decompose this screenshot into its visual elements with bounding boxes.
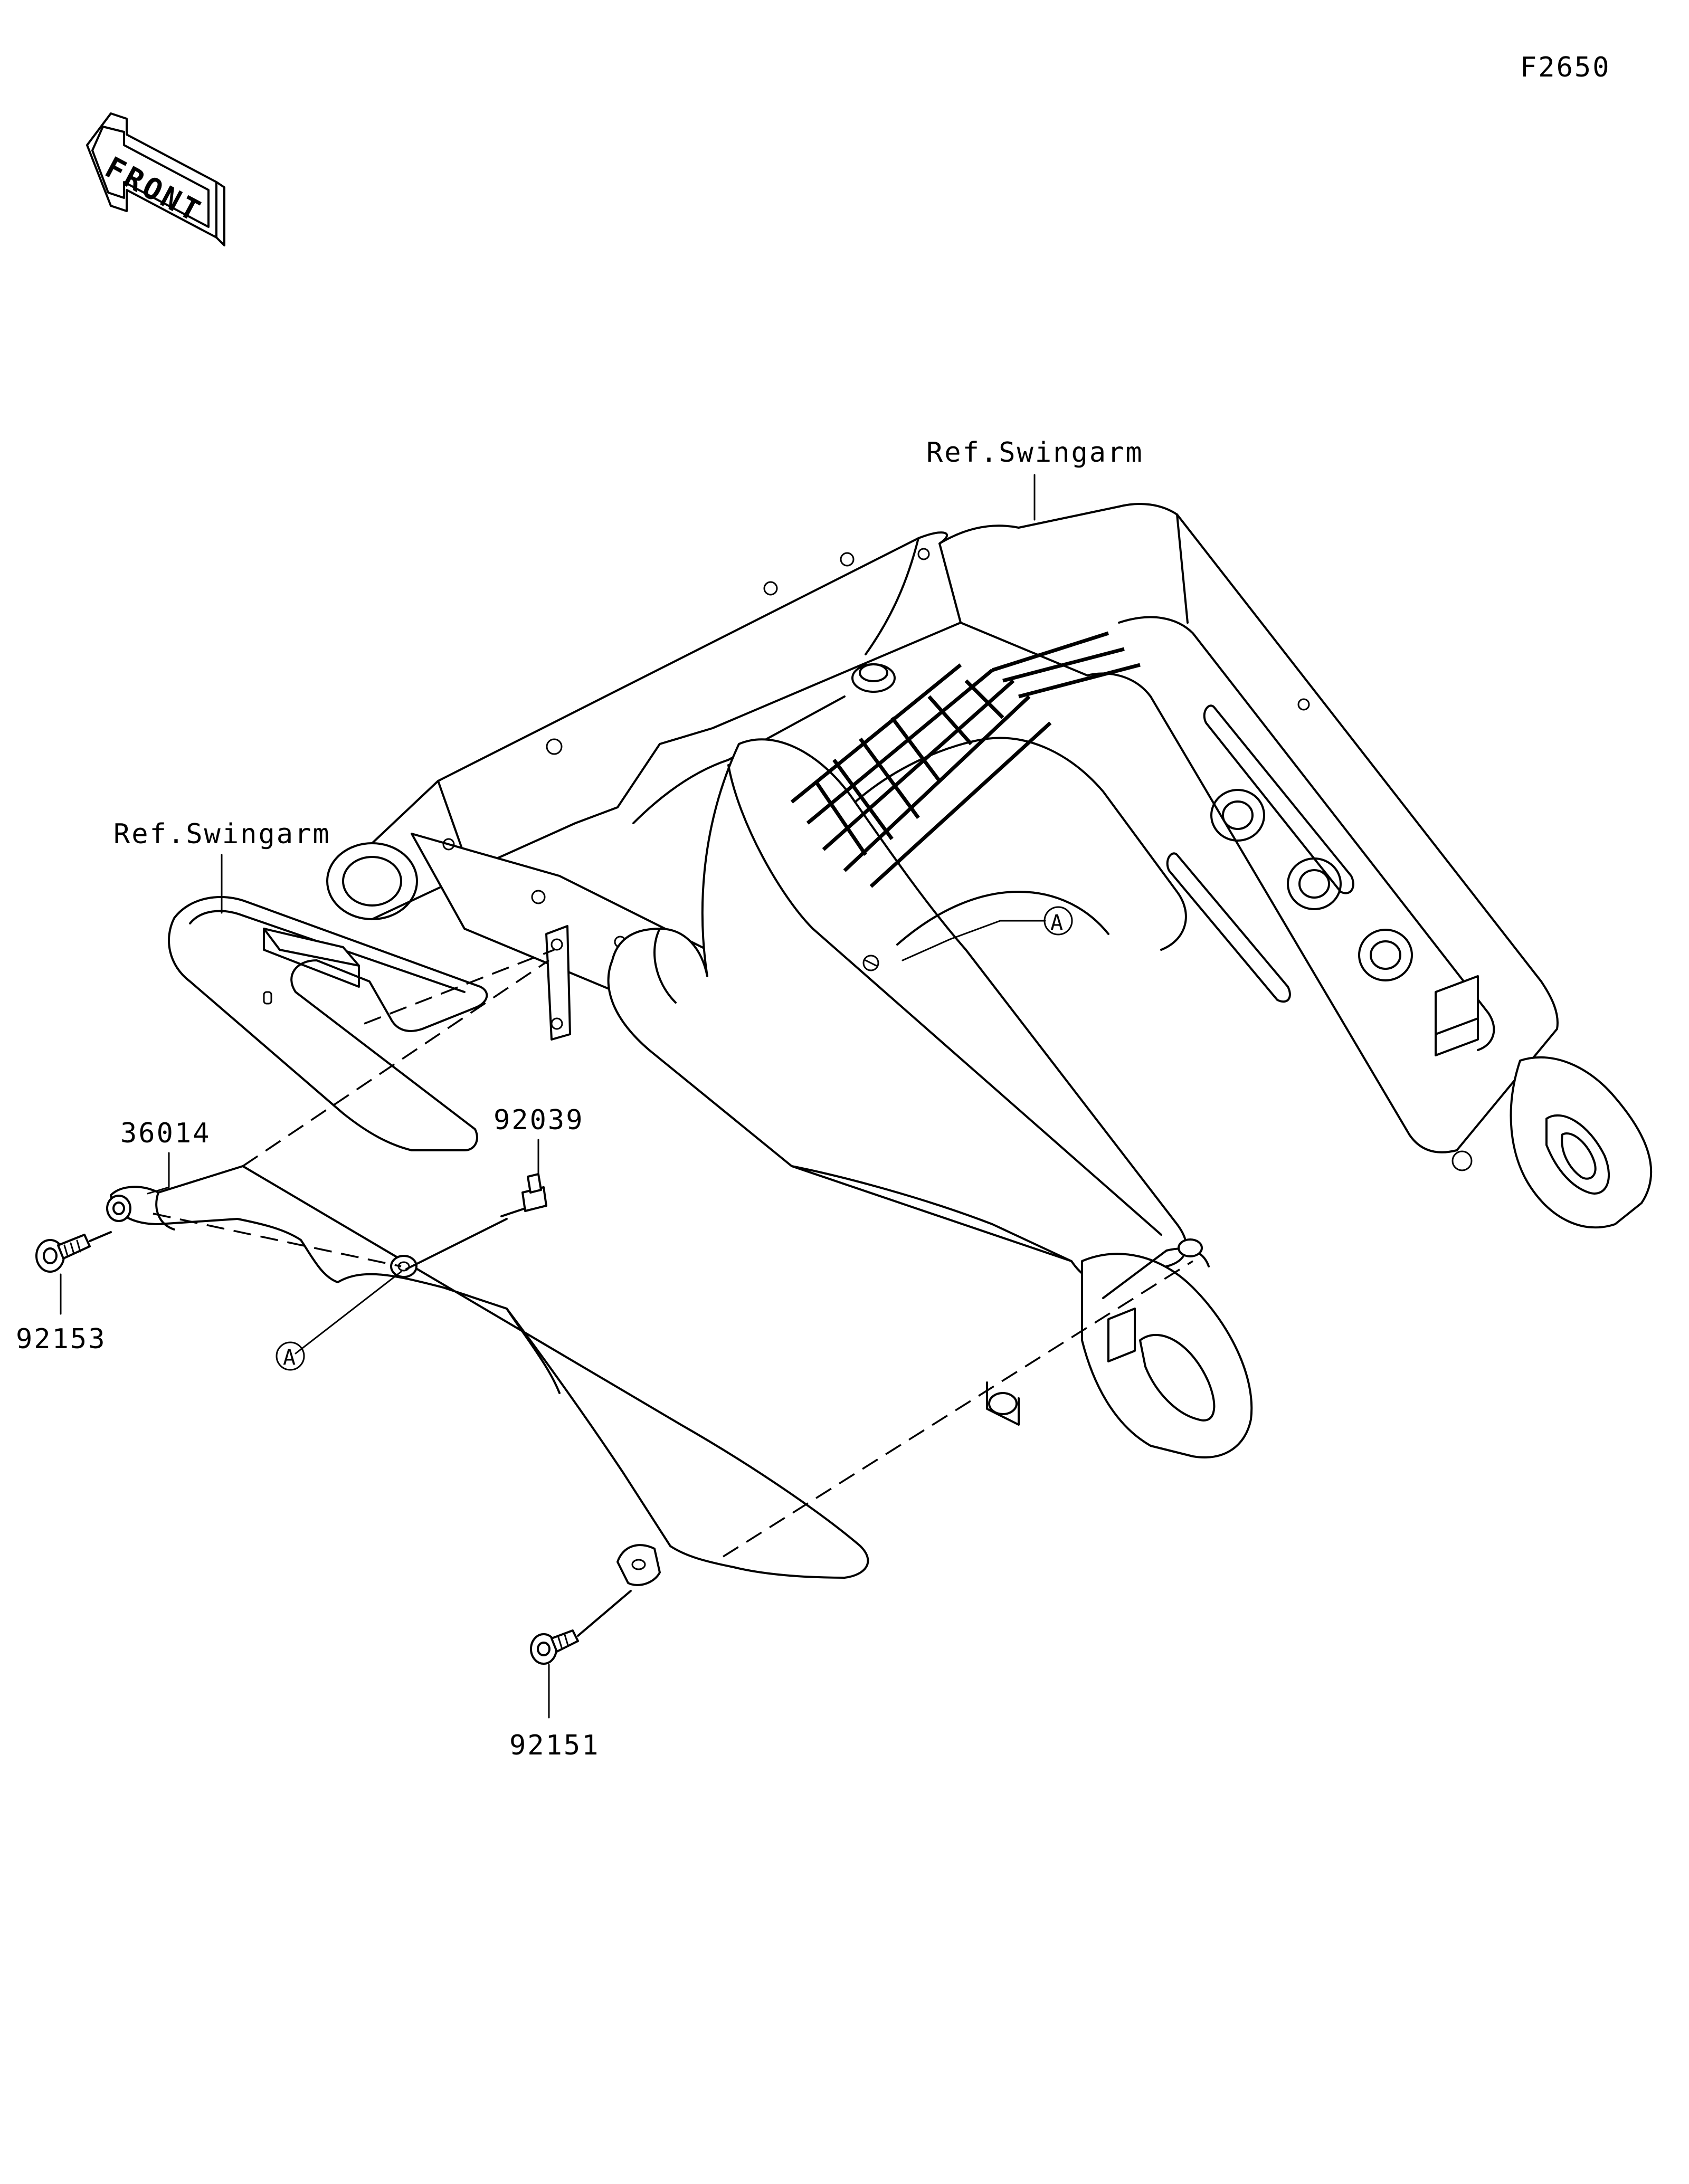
front-arrow-icon: FRONT: [86, 112, 225, 246]
bolt-92153-icon: [35, 1231, 112, 1273]
chain-guard-ref-drawing: [168, 896, 488, 1151]
clip-92039-icon: [405, 1173, 547, 1270]
marker-a-lower: A: [283, 1346, 296, 1370]
marker-a-upper-circle: [1043, 906, 1073, 936]
bolt-92151-icon: [530, 1590, 632, 1665]
marker-a-upper: A: [1050, 911, 1063, 935]
part-number-92151: 92151: [509, 1730, 600, 1761]
figure-code: F2650: [1520, 52, 1611, 83]
callout-ref-swingarm-guard: Ref.Swingarm: [113, 818, 331, 850]
mesh-hatching: [790, 631, 1141, 888]
part-number-92153: 92153: [16, 1323, 107, 1355]
marker-a-lower-circle: [276, 1341, 305, 1371]
part-number-92039: 92039: [494, 1104, 584, 1136]
mount-bracket-drawing: [545, 925, 571, 1041]
callout-ref-swingarm-main: Ref.Swingarm: [926, 437, 1144, 469]
part-number-36014: 36014: [120, 1118, 211, 1149]
swingarm-drawing: [326, 503, 1653, 1458]
